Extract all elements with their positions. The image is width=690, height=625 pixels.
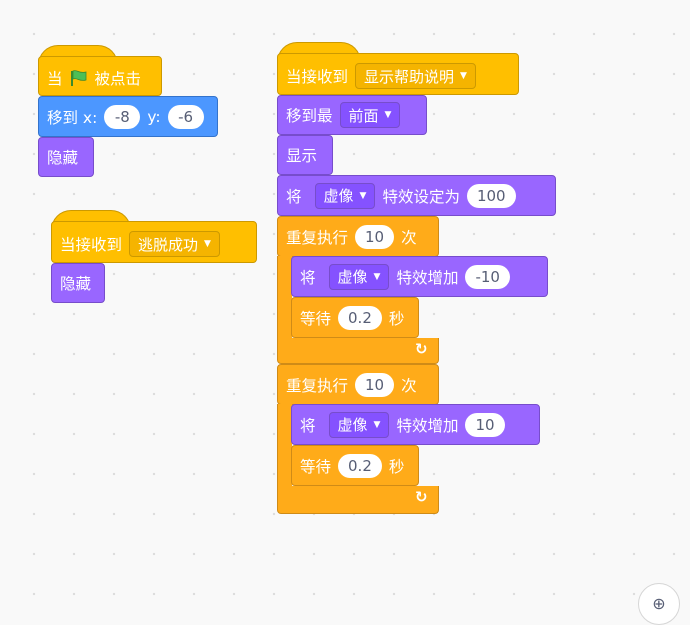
goto-xy-block[interactable]: 移到 x: -8 y: -6: [38, 96, 218, 137]
hide-label: 隐藏: [47, 149, 79, 167]
y-input[interactable]: -6: [167, 104, 204, 129]
hide-label: 隐藏: [60, 275, 92, 293]
change-verb-label: 将: [300, 268, 316, 287]
chevron-down-icon: ▼: [384, 110, 392, 120]
loop-arrow-icon: ↻: [415, 340, 428, 358]
message-value: 显示帮助说明: [364, 67, 455, 86]
change-value-input[interactable]: 10: [465, 412, 505, 437]
hat-receive-label: 当接收到: [60, 236, 123, 254]
when-flag-clicked-block[interactable]: 当 被点击: [38, 56, 162, 96]
repeat-arm: [277, 256, 292, 340]
y-label: y:: [147, 107, 161, 126]
when-i-receive-block[interactable]: 当接收到 逃脱成功 ▼: [51, 221, 257, 263]
set-effect-block[interactable]: 将 虚像 ▼ 特效设定为 100: [277, 175, 556, 216]
message-value: 逃脱成功: [138, 235, 199, 254]
change-value-input[interactable]: -10: [465, 264, 510, 289]
wait-unit: 秒: [388, 457, 405, 476]
wait-label: 等待: [300, 309, 332, 328]
wait-unit: 秒: [388, 309, 405, 328]
repeat-bottom: [277, 486, 439, 514]
effect-value-input[interactable]: 100: [466, 183, 516, 208]
chevron-down-icon: ▼: [373, 419, 381, 430]
chevron-down-icon: ▼: [359, 190, 367, 201]
hat-receive-label: 当接收到: [286, 68, 349, 86]
repeat-suffix: 次: [401, 228, 417, 247]
change-effect-label: 特效增加: [396, 416, 459, 435]
hat-when-label: 当: [47, 70, 63, 88]
layer-dropdown[interactable]: 前面 ▼: [339, 102, 401, 128]
chevron-down-icon: ▼: [204, 239, 211, 249]
message-dropdown[interactable]: 显示帮助说明 ▼: [355, 63, 476, 89]
wait-block[interactable]: 等待 0.2 秒: [291, 297, 419, 338]
chevron-down-icon: ▼: [460, 71, 467, 81]
show-label: 显示: [286, 147, 318, 165]
go-to-layer-block[interactable]: 移到最 前面 ▼: [277, 95, 427, 135]
zoom-in-icon: ⊕: [652, 594, 666, 613]
repeat-block[interactable]: 重复执行 10 次: [277, 364, 439, 405]
hide-block[interactable]: 隐藏: [51, 263, 105, 303]
wait-seconds-input[interactable]: 0.2: [338, 453, 382, 478]
set-verb-label: 将: [286, 187, 302, 206]
change-effect-label: 特效增加: [396, 268, 459, 287]
change-verb-label: 将: [300, 416, 316, 435]
hide-block[interactable]: 隐藏: [38, 137, 94, 177]
repeat-label: 重复执行: [286, 376, 349, 395]
repeat-arm: [277, 404, 292, 488]
message-dropdown[interactable]: 逃脱成功 ▼: [129, 231, 220, 257]
when-i-receive-block[interactable]: 当接收到 显示帮助说明 ▼: [277, 53, 519, 95]
effect-value: 虚像: [323, 187, 354, 205]
chevron-down-icon: ▼: [373, 271, 381, 282]
x-input[interactable]: -8: [104, 104, 141, 129]
effect-value: 虚像: [337, 268, 368, 286]
effect-value: 虚像: [337, 416, 368, 434]
set-effect-label: 特效设定为: [382, 187, 460, 206]
change-effect-block[interactable]: 将 虚像 ▼ 特效增加 10: [291, 404, 540, 445]
repeat-block[interactable]: 重复执行 10 次: [277, 216, 439, 257]
effect-dropdown[interactable]: 虚像 ▼: [328, 263, 390, 290]
change-effect-block[interactable]: 将 虚像 ▼ 特效增加 -10: [291, 256, 548, 297]
repeat-count-input[interactable]: 10: [355, 372, 395, 397]
wait-label: 等待: [300, 457, 332, 476]
repeat-count-input[interactable]: 10: [355, 224, 395, 249]
wait-block[interactable]: 等待 0.2 秒: [291, 445, 419, 486]
effect-dropdown[interactable]: 虚像 ▼: [314, 182, 376, 209]
green-flag-icon: [70, 70, 86, 86]
repeat-label: 重复执行: [286, 228, 349, 247]
wait-seconds-input[interactable]: 0.2: [338, 305, 382, 330]
show-block[interactable]: 显示: [277, 135, 333, 175]
loop-arrow-icon: ↻: [415, 488, 428, 506]
goto-xy-label: 移到 x:: [47, 108, 98, 127]
layer-value: 前面: [348, 106, 379, 125]
effect-dropdown[interactable]: 虚像 ▼: [328, 411, 390, 438]
hat-clicked-label: 被点击: [94, 70, 142, 88]
go-to-layer-label: 移到最: [286, 107, 333, 125]
zoom-in-button[interactable]: ⊕: [638, 583, 680, 625]
repeat-bottom: [277, 338, 439, 364]
repeat-suffix: 次: [401, 376, 417, 395]
